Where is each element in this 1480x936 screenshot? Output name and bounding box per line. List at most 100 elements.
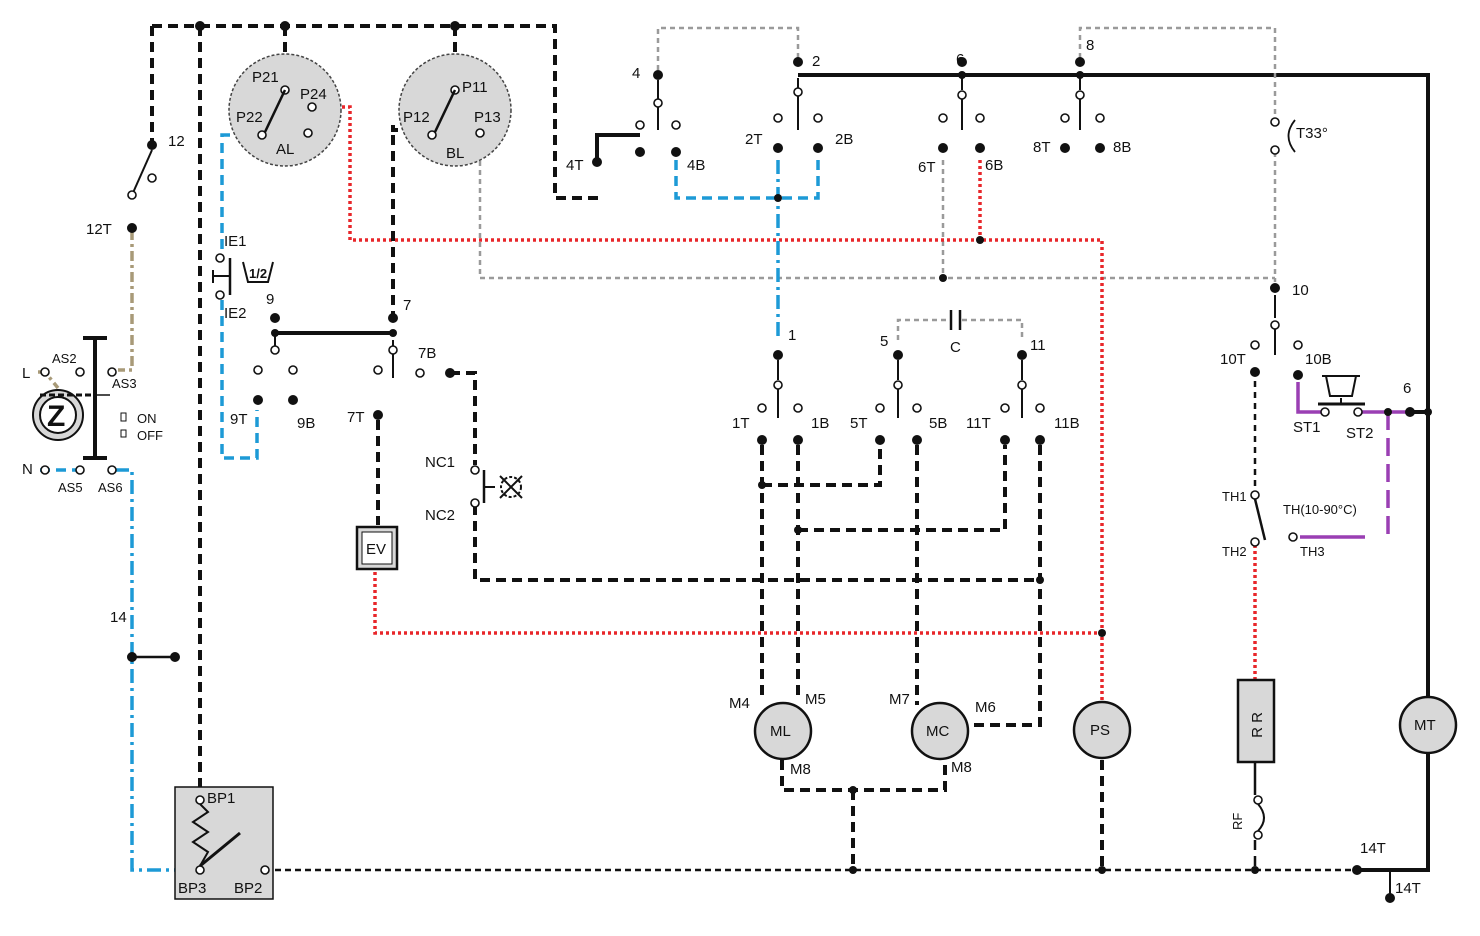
term-14t-a: 14T — [1360, 840, 1386, 857]
z-off-label: OFF — [137, 428, 163, 443]
motor-mt: MT — [1398, 695, 1458, 755]
level-switch-st: ST1 ST2 — [1293, 375, 1374, 442]
switch-contacts — [131, 78, 1276, 418]
capacitor: C — [949, 310, 962, 356]
wire-top-bus — [152, 24, 600, 200]
wire-4t — [595, 133, 640, 162]
al-pin-p21: P21 — [252, 69, 279, 86]
motor-ml: ML M4 M5 M8 — [729, 691, 826, 778]
term-14: 14 — [110, 609, 127, 626]
wire-gray-8 — [1078, 26, 1277, 118]
term-7t: 7T — [347, 409, 365, 426]
wire-gray-p13 — [478, 125, 1275, 280]
nc-door-lock: NC1 NC2 — [425, 454, 523, 524]
wire-11t — [798, 445, 1007, 532]
al-dial: P21 P22 P24 AL — [228, 53, 342, 167]
thermostat-th: TH1 TH2 TH3 TH(10-90°C) — [1222, 489, 1357, 559]
term-1t: 1T — [732, 415, 750, 432]
term-6: 6 — [956, 51, 964, 68]
term-9: 9 — [266, 291, 274, 308]
term-10b: 10B — [1305, 351, 1332, 368]
term-5t: 5T — [850, 415, 868, 432]
bl-pin-p13: P13 — [474, 109, 501, 126]
term-11t: 11T — [966, 415, 991, 432]
heater-r: R R — [1236, 678, 1276, 764]
th-pin-th3: TH3 — [1300, 544, 1325, 559]
z-pin-l: L — [22, 365, 30, 382]
term-7b: 7B — [418, 345, 436, 362]
wire-5t — [762, 445, 882, 487]
wire-blue-ie-9t — [220, 300, 259, 460]
term-11b: 11B — [1054, 415, 1080, 432]
ie-pin-ie2: IE2 — [224, 305, 247, 322]
motor-mt-label: MT — [1414, 717, 1436, 734]
wire-gray-cap — [896, 318, 1024, 340]
bl-pin-p12: P12 — [403, 109, 430, 126]
z-pin-n: N — [22, 461, 33, 478]
bp-pin-bp2: BP2 — [234, 880, 262, 897]
z-pin-as6: AS6 — [98, 480, 123, 495]
term-6t: 6T — [918, 159, 936, 176]
nc-pin-nc1: NC1 — [425, 454, 455, 471]
ie-pin-ie1: IE1 — [224, 233, 247, 250]
wire-blue-p22 — [220, 133, 262, 255]
wire-7b-nc1 — [450, 371, 477, 465]
st-pin-st1: ST1 — [1293, 419, 1321, 436]
terminal-dots — [127, 21, 1432, 903]
motor-mc-label: MC — [926, 723, 949, 740]
term-12t: 12T — [86, 221, 112, 238]
th-pin-th2: TH2 — [1222, 544, 1247, 559]
motor-mc-m6: M6 — [975, 699, 996, 716]
wire-11b-m6 — [968, 445, 1042, 727]
capacitor-label: C — [950, 339, 961, 356]
wire-tan-12t — [118, 230, 134, 372]
al-label: AL — [276, 141, 294, 158]
motor-ml-m4: M4 — [729, 695, 750, 712]
term-6b: 6B — [985, 157, 1003, 174]
terminal-circles — [127, 87, 1303, 413]
term-10: 10 — [1292, 282, 1309, 299]
wire-red-p24 — [318, 105, 1104, 700]
terminal-labels: 12 12T 14 14T 9 9T 9B 7 7T 7B 4 4T 4B 2 … — [86, 37, 1421, 897]
th-label: TH(10-90°C) — [1283, 502, 1357, 517]
pump-ps-label: PS — [1090, 722, 1110, 739]
wire-mt-bottom — [1360, 748, 1430, 872]
term-4: 4 — [632, 65, 640, 82]
bp-block: BP1 BP2 BP3 — [174, 786, 274, 900]
term-8b: 8B — [1113, 139, 1131, 156]
term-6-right: 6 — [1403, 380, 1411, 397]
al-pin-p24: P24 — [300, 86, 327, 103]
term-2: 2 — [812, 53, 820, 70]
al-pin-p22: P22 — [236, 109, 263, 126]
ie-symbol: 1/2 — [249, 266, 267, 281]
fuse-rf-label: RF — [1230, 813, 1245, 830]
z-label: Z — [47, 400, 65, 433]
term-12: 12 — [168, 133, 185, 150]
fuse-rf: RF — [1230, 795, 1265, 840]
z-pin-as5: AS5 — [58, 480, 83, 495]
z-pin-as3: AS3 — [112, 376, 137, 391]
motor-mc-m8: M8 — [951, 759, 972, 776]
z-on-label: ON — [137, 411, 157, 426]
term-2t: 2T — [745, 131, 763, 148]
z-switch: Z L N AS2 AS3 AS5 AS6 ON OFF — [22, 336, 163, 495]
ie-button: 1/2 IE1 IE2 — [212, 233, 274, 322]
term-1b: 1B — [811, 415, 829, 432]
term-10t: 10T — [1220, 351, 1246, 368]
nc-pin-nc2: NC2 — [425, 507, 455, 524]
term-8: 8 — [1086, 37, 1094, 54]
term-8t: 8T — [1033, 139, 1051, 156]
term-2b: 2B — [835, 131, 853, 148]
motor-ml-m8: M8 — [790, 761, 811, 778]
term-11: 11 — [1030, 337, 1046, 354]
bl-label: BL — [446, 145, 464, 162]
wire-main-bus — [798, 73, 1430, 700]
term-5: 5 — [880, 333, 888, 350]
wire-nc2 — [473, 505, 1040, 582]
z-pin-as2: AS2 — [52, 351, 77, 366]
bp-pin-bp3: BP3 — [178, 880, 206, 897]
thermal-t33: T33° — [1270, 117, 1328, 155]
term-7: 7 — [403, 297, 411, 314]
wire-m8 — [780, 760, 947, 792]
